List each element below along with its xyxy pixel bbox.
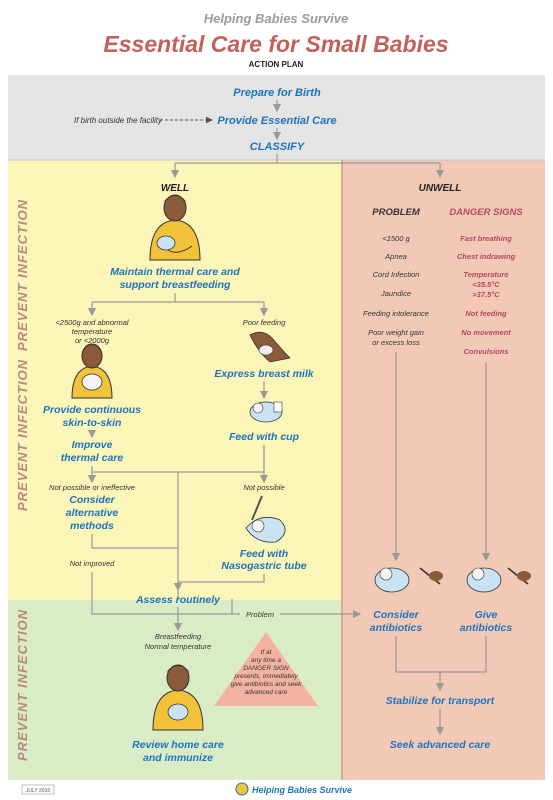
danger-signs-heading: DANGER SIGNS: [449, 207, 523, 218]
seek-advanced-care: Seek advanced care: [390, 739, 491, 751]
consider-antibiotics-illustration: [374, 567, 443, 593]
feed-with-cup: Feed with cup: [229, 431, 300, 443]
well-heading: WELL: [161, 183, 189, 194]
problem-item: Cord Infection: [373, 270, 420, 279]
express-breast-milk: Express breast milk: [214, 368, 314, 380]
unwell-heading: UNWELL: [419, 183, 462, 194]
danger-item: >37.5°C: [472, 290, 500, 299]
unwell-zone: [342, 160, 545, 780]
danger-item: Chest indrawing: [457, 252, 516, 261]
low-weight-criterion-2: temperature: [72, 327, 112, 336]
give-antibiotics-line1: Give: [475, 609, 498, 621]
svg-text:give antibiotics and seek: give antibiotics and seek: [231, 681, 303, 688]
maintain-thermal-care-line2: support breastfeeding: [120, 279, 231, 291]
mother-breastfeeding-illustration: [149, 194, 201, 261]
problem-item: or excess loss: [372, 338, 420, 347]
give-antibiotics-line2: antibiotics: [460, 622, 513, 634]
problem-list: <1500 g Apnea Cord Infection Jaundice Fe…: [363, 234, 429, 347]
danger-item: Convulsions: [463, 347, 508, 356]
skin-to-skin-line2: skin-to-skin: [63, 417, 122, 429]
danger-item: No movement: [461, 328, 511, 337]
problem-item: Jaundice: [380, 289, 411, 298]
problem-heading: PROBLEM: [372, 207, 421, 218]
problem-item: Poor weight gain: [368, 328, 424, 337]
not-improved-label: Not improved: [70, 559, 115, 568]
skin-to-skin-illustration: [71, 343, 113, 399]
side-label-middle: PREVENT INFECTION: [15, 359, 30, 511]
consider-alternative-line2: alternative: [66, 507, 119, 519]
svg-text:PREVENT INFECTION: PREVENT INFECTION: [15, 609, 30, 761]
review-home-care-line2: and immunize: [143, 752, 213, 764]
low-weight-criterion-1: <2500g and abnormal: [55, 318, 129, 327]
problem-item: Feeding intolerance: [363, 309, 429, 318]
prepare-for-birth: Prepare for Birth: [233, 87, 321, 99]
danger-item: Not feeding: [465, 309, 507, 318]
provide-essential-care: Provide Essential Care: [217, 115, 336, 127]
danger-sign-warning: If at any time a DANGER SIGN presents, i…: [214, 632, 318, 706]
cup-feeding-illustration: [249, 401, 283, 423]
svg-text:PREVENT INFECTION: PREVENT INFECTION: [15, 199, 30, 351]
improve-thermal-line2: thermal care: [61, 452, 124, 464]
danger-sign-list: Fast breathing Chest indrawing Temperatu…: [457, 234, 516, 356]
nasogastric-tube-illustration: [245, 495, 286, 543]
side-label-top: PREVENT INFECTION: [15, 199, 30, 351]
problem-item: <1500 g: [382, 234, 410, 243]
side-label-bottom: PREVENT INFECTION: [15, 609, 30, 761]
svg-text:DANGER SIGN: DANGER SIGN: [243, 665, 289, 672]
poor-feeding-label: Poor feeding: [243, 318, 286, 327]
svg-text:If at: If at: [261, 649, 273, 656]
svg-text:any time a: any time a: [251, 657, 281, 664]
improve-thermal-line1: Improve: [72, 439, 113, 451]
express-milk-illustration: [249, 331, 291, 363]
assess-routinely: Assess routinely: [135, 594, 221, 606]
give-antibiotics-illustration: [466, 567, 531, 593]
maintain-thermal-care-line1: Maintain thermal care and: [110, 266, 240, 278]
header-kicker: Helping Babies Survive: [204, 11, 349, 26]
svg-text:PREVENT INFECTION: PREVENT INFECTION: [15, 359, 30, 511]
page-title: Essential Care for Small Babies: [103, 31, 448, 57]
svg-text:presents, immediately: presents, immediately: [233, 673, 298, 680]
consider-alternative-line3: methods: [70, 520, 114, 532]
danger-item: Fast breathing: [460, 234, 512, 243]
page-subtitle: ACTION PLAN: [249, 60, 304, 69]
problem-label: Problem: [246, 610, 274, 619]
not-possible-or-ineffective: Not possible or ineffective: [49, 483, 135, 492]
outside-facility-note: If birth outside the facility: [74, 116, 163, 125]
danger-item: <35.5°C: [472, 280, 500, 289]
skin-to-skin-line1: Provide continuous: [43, 404, 141, 416]
consider-antibiotics-line1: Consider: [373, 609, 419, 621]
brand-logo-icon: [235, 782, 249, 796]
stabilize-for-transport: Stabilize for transport: [386, 695, 495, 707]
consider-antibiotics-line2: antibiotics: [370, 622, 423, 634]
breastfeeding-label: Breastfeeding: [155, 632, 202, 641]
mother-baby-home-illustration: [152, 664, 204, 731]
feed-nasogastric-line1: Feed with: [240, 548, 288, 560]
consider-alternative-line1: Consider: [69, 494, 115, 506]
classify: CLASSIFY: [250, 141, 306, 153]
footer-brand: Helping Babies Survive: [252, 785, 352, 795]
feed-nasogastric-line2: Nasogastric tube: [221, 560, 306, 572]
danger-item: Temperature: [463, 270, 508, 279]
date-stamp-box: [21, 784, 55, 795]
review-home-care-line1: Review home care: [132, 739, 224, 751]
svg-text:advanced care: advanced care: [245, 689, 288, 696]
normal-temperature-label: Normal temperature: [145, 642, 212, 651]
low-weight-criterion-3: or <2000g: [75, 336, 110, 345]
prepare-zone: [8, 75, 545, 160]
date-stamp: JULY 2016: [26, 788, 50, 794]
not-possible-label: Not possible: [243, 483, 284, 492]
problem-item: Apnea: [384, 252, 407, 261]
